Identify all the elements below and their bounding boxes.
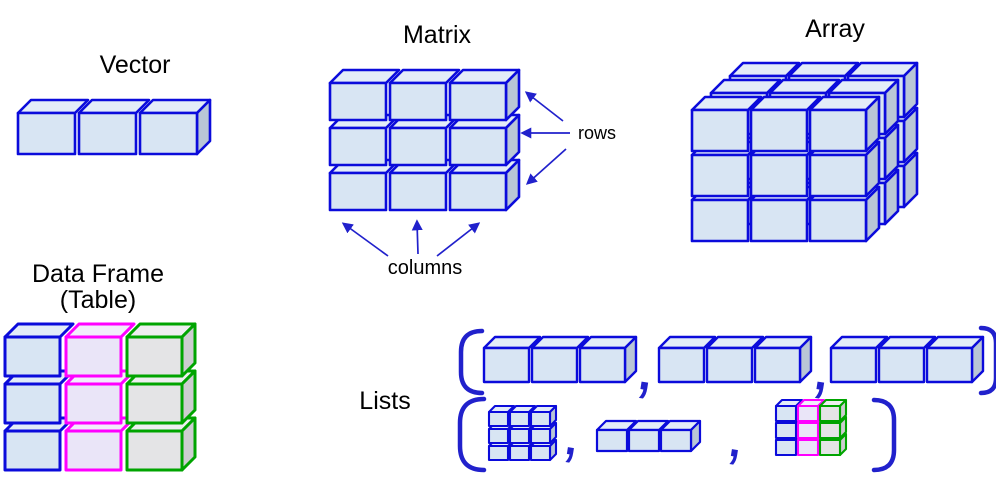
list-vector-1 [482, 335, 638, 384]
list-vector-3 [829, 335, 985, 384]
list-dataframe [774, 398, 848, 457]
lists-label: Lists [359, 387, 411, 415]
array-cubes [690, 61, 919, 243]
rows-arrow-3 [525, 148, 567, 185]
rows-arrow-1 [524, 91, 564, 122]
columns-arrow-3 [436, 222, 481, 257]
list-open-bracket-1 [458, 328, 485, 396]
list-vector-2 [657, 335, 813, 384]
vector-label: Vector [99, 51, 171, 79]
matrix-cubes [328, 68, 521, 212]
columns-arrow-1 [341, 222, 389, 257]
list-open-bracket-2 [457, 396, 487, 473]
matrix-label: Matrix [402, 21, 472, 49]
columns-arrow-2 [411, 219, 423, 255]
columns-annotation-label: columns [387, 257, 463, 279]
list-close-bracket-2 [871, 397, 897, 473]
list-separator-4: , [723, 398, 752, 472]
list-matrix [487, 404, 558, 462]
dataframe-label-line1: Data Frame [32, 260, 164, 288]
dataframe-label-line2: (Table) [59, 286, 137, 314]
list-close-bracket-1 [978, 325, 996, 396]
rows-annotation-label: rows [578, 123, 617, 143]
list-separator-3: , [559, 396, 588, 470]
array-label: Array [805, 15, 865, 43]
list-vector-4 [595, 419, 702, 453]
vector-cubes [16, 98, 212, 156]
dataframe-cubes [3, 322, 197, 472]
